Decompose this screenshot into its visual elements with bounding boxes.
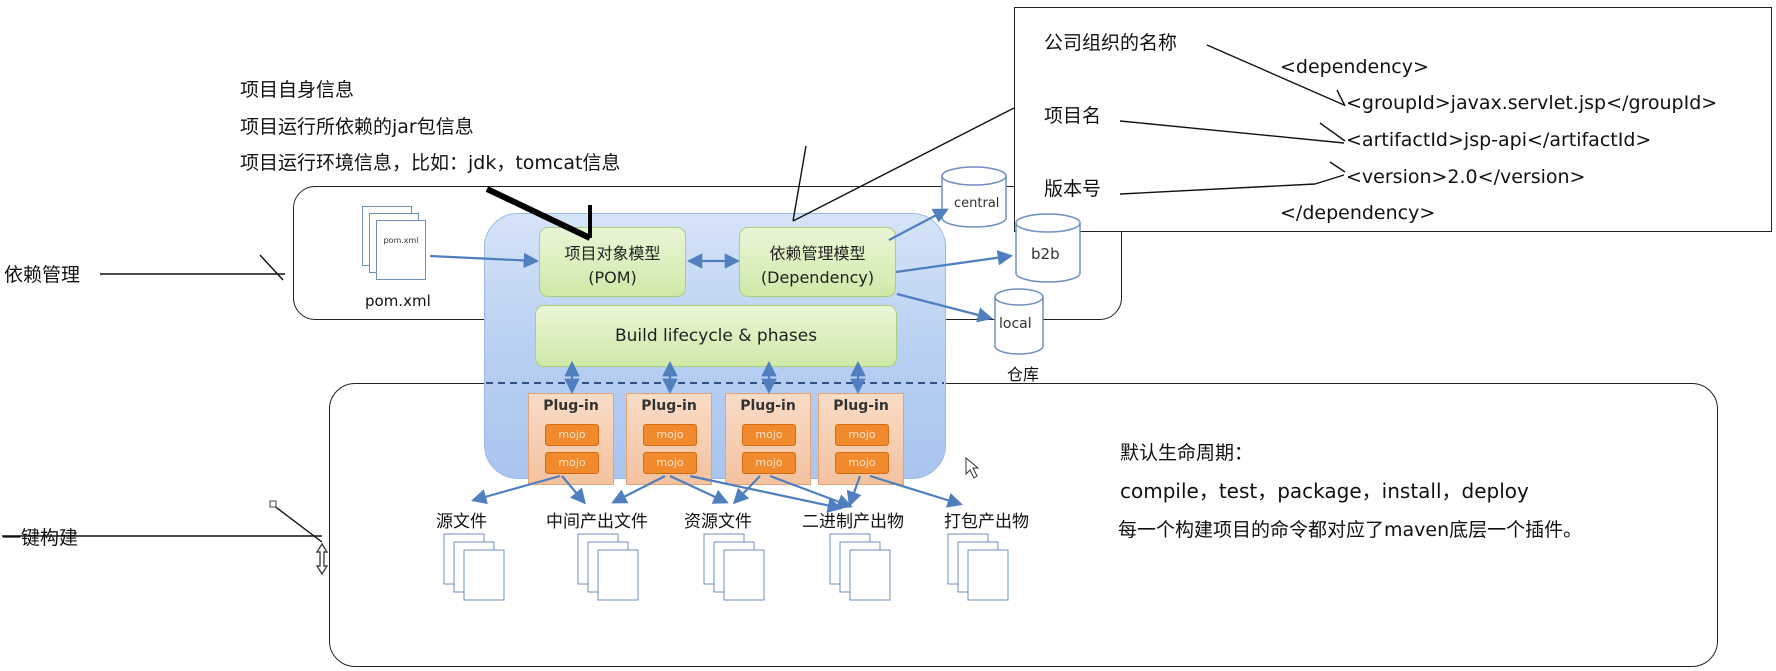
mojo: mojo bbox=[742, 424, 796, 446]
mojo: mojo bbox=[545, 424, 599, 446]
output-label-source: 源文件 bbox=[436, 512, 487, 532]
code-version: <version>2.0</version> bbox=[1346, 166, 1586, 188]
repo-local-label: local bbox=[999, 316, 1032, 332]
dependency-management-label: 依赖管理 bbox=[4, 264, 81, 286]
pom-model-title: 项目对象模型 bbox=[564, 244, 661, 263]
doc-stack-resource bbox=[702, 532, 772, 602]
code-dependency-open: <dependency> bbox=[1280, 56, 1429, 78]
plugin-3: Plug-in mojo mojo bbox=[725, 393, 811, 485]
plugin-title: Plug-in bbox=[543, 398, 599, 414]
repo-b2b-cylinder: b2b bbox=[1014, 213, 1082, 285]
repo-local-cylinder: local bbox=[993, 288, 1045, 356]
project-info-line-3: 项目运行环境信息，比如：jdk，tomcat信息 bbox=[240, 152, 621, 174]
doc-stack-package bbox=[946, 532, 1016, 602]
repo-central-label: central bbox=[954, 196, 1000, 211]
plugin-2: Plug-in mojo mojo bbox=[626, 393, 712, 485]
pom-model-box: 项目对象模型 (POM) bbox=[539, 227, 686, 297]
dependency-model-box: 依赖管理模型 (Dependency) bbox=[739, 227, 896, 297]
mojo: mojo bbox=[643, 424, 697, 446]
project-info-line-1: 项目自身信息 bbox=[240, 79, 355, 101]
dependency-model-title: 依赖管理模型 bbox=[769, 244, 866, 263]
mojo: mojo bbox=[835, 424, 889, 446]
group-id-label: 公司组织的名称 bbox=[1044, 32, 1178, 54]
mojo: mojo bbox=[545, 452, 599, 474]
project-info-line-2: 项目运行所依赖的jar包信息 bbox=[240, 116, 474, 138]
artifact-id-label: 项目名 bbox=[1044, 105, 1102, 127]
plugin-mapping-note: 每一个构建项目的命令都对应了maven底层一个插件。 bbox=[1118, 519, 1583, 541]
dependency-model-subtitle: (Dependency) bbox=[760, 268, 875, 287]
mojo: mojo bbox=[643, 452, 697, 474]
plugin-4: Plug-in mojo mojo bbox=[818, 393, 904, 485]
plugin-1: Plug-in mojo mojo bbox=[528, 393, 614, 485]
code-artifact-id: <artifactId>jsp-api</artifactId> bbox=[1346, 129, 1652, 151]
output-label-binary: 二进制产出物 bbox=[802, 512, 904, 532]
default-lifecycle-title: 默认生命周期： bbox=[1120, 442, 1254, 464]
code-group-id: <groupId>javax.servlet.jsp</groupId> bbox=[1346, 92, 1718, 114]
cylinder-icon bbox=[994, 288, 1044, 355]
doc-stack-source bbox=[442, 532, 512, 602]
output-label-package: 打包产出物 bbox=[944, 512, 1029, 532]
build-lifecycle-label: Build lifecycle & phases bbox=[614, 326, 818, 346]
output-label-resource: 资源文件 bbox=[684, 512, 752, 532]
plugin-title: Plug-in bbox=[740, 398, 796, 414]
repo-b2b-label: b2b bbox=[1031, 245, 1060, 263]
mojo: mojo bbox=[835, 452, 889, 474]
one-click-build-label: 一键构建 bbox=[2, 527, 79, 549]
pom-file-icon-text: pom.xml bbox=[376, 220, 426, 280]
repository-label: 仓库 bbox=[1007, 365, 1040, 384]
pom-file-icon: pom.xml bbox=[362, 206, 432, 286]
default-lifecycle-phases: compile，test，package，install，deploy bbox=[1120, 479, 1529, 503]
build-lifecycle-box: Build lifecycle & phases bbox=[535, 305, 897, 367]
build-frame bbox=[329, 383, 1718, 667]
mojo: mojo bbox=[742, 452, 796, 474]
doc-stack-intermediate bbox=[576, 532, 646, 602]
repo-central-cylinder: central bbox=[940, 166, 1008, 230]
plugin-title: Plug-in bbox=[641, 398, 697, 414]
cylinder-icon bbox=[1015, 213, 1081, 283]
code-dependency-close: </dependency> bbox=[1280, 202, 1436, 224]
pom-model-subtitle: (POM) bbox=[588, 268, 637, 287]
doc-stack-binary bbox=[828, 532, 898, 602]
version-label: 版本号 bbox=[1044, 178, 1102, 200]
pom-file-label: pom.xml bbox=[365, 292, 431, 310]
plugin-title: Plug-in bbox=[833, 398, 889, 414]
output-label-intermediate: 中间产出文件 bbox=[546, 512, 648, 532]
